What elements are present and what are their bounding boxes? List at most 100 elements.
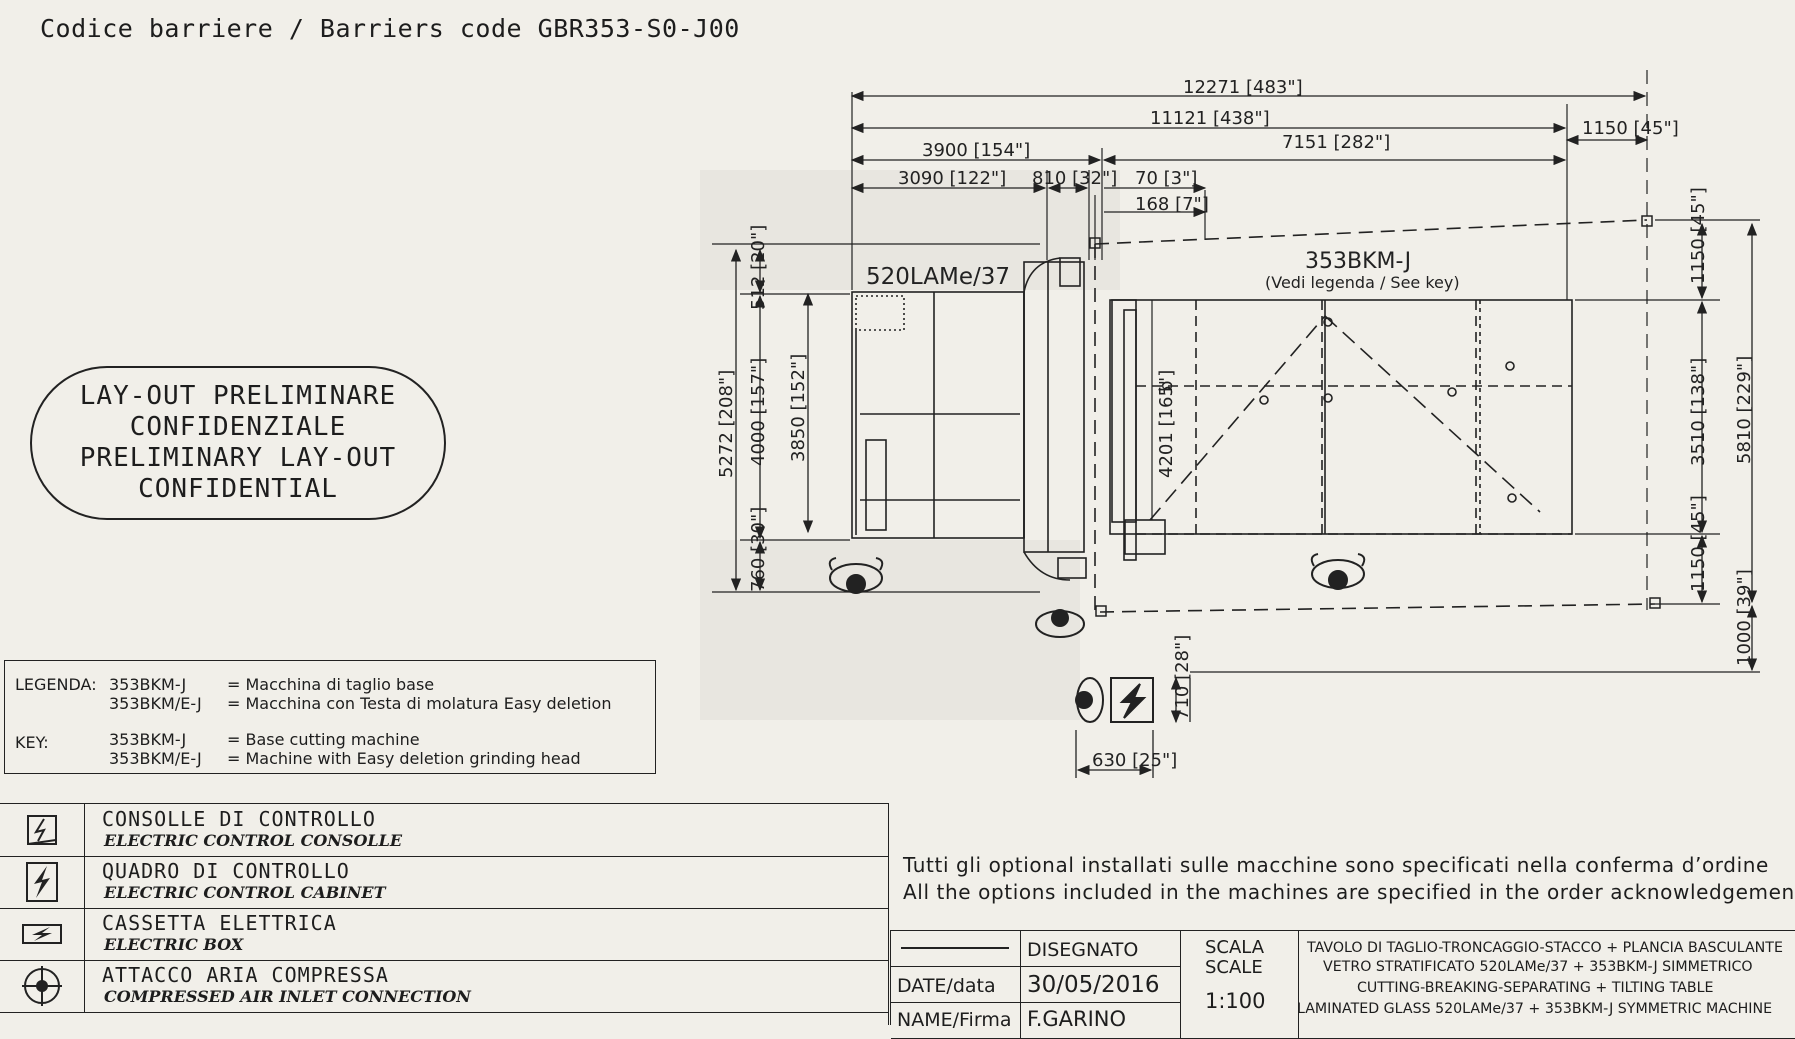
dim-text: 12271 [483"] bbox=[1183, 77, 1303, 98]
symbol-name-it: QUADRO DI CONTROLLO bbox=[102, 859, 350, 883]
operator-figure bbox=[1310, 553, 1366, 590]
dim-text: 70 [3"] bbox=[1135, 168, 1197, 189]
dim-text: 4000 [157"] bbox=[748, 358, 769, 466]
dim-text: 5810 [229"] bbox=[1734, 356, 1755, 464]
dim-text: 3510 [138"] bbox=[1688, 358, 1709, 466]
key-desc: = Base cutting machine bbox=[227, 730, 420, 749]
tb-scale-cell: SCALA SCALE 1:100 bbox=[1181, 931, 1299, 1039]
operator-figure bbox=[1075, 677, 1104, 723]
dim-text: 5272 [208"] bbox=[716, 370, 737, 478]
dim-text: 4201 [165"] bbox=[1156, 370, 1177, 478]
operator-figure bbox=[828, 557, 884, 594]
symbol-row: ATTACCO ARIA COMPRESSA COMPRESSED AIR IN… bbox=[0, 960, 888, 1013]
scale-label-en: SCALE bbox=[1205, 957, 1263, 978]
dim-text: 760 [30"] bbox=[748, 507, 769, 592]
dim-text: 168 [7"] bbox=[1135, 194, 1209, 215]
dim-text: b bbox=[1156, 381, 1177, 392]
options-note-en: All the options included in the machines… bbox=[903, 880, 1795, 904]
dim-text: 3090 [122"] bbox=[898, 168, 1006, 189]
machine-right-label: 353BKM-J bbox=[1305, 249, 1411, 274]
machine-left-label: 520LAMe/37 bbox=[866, 264, 1010, 290]
symbol-row: QUADRO DI CONTROLLO ELECTRIC CONTROL CAB… bbox=[0, 856, 888, 909]
drawing-code-title: Codice barriere / Barriers code GBR353-S… bbox=[40, 14, 740, 43]
symbol-name-it: CASSETTA ELETTRICA bbox=[102, 911, 337, 935]
tb-date-value-cell: 30/05/2016 bbox=[1021, 967, 1181, 1003]
symbol-name-en: ELECTRIC CONTROL CABINET bbox=[104, 883, 386, 902]
symbol-name-en: ELECTRIC CONTROL CONSOLLE bbox=[104, 831, 403, 850]
dim-text: 7151 [282"] bbox=[1282, 132, 1390, 153]
symbol-cell bbox=[0, 804, 85, 856]
legend-code: 353BKM-J bbox=[109, 675, 187, 694]
preliminary-stamp: LAY-OUT PRELIMINARE CONFIDENZIALE PRELIM… bbox=[30, 366, 446, 520]
barrier-post bbox=[1641, 215, 1653, 227]
air-inlet-icon bbox=[22, 966, 62, 1006]
top-dimension-lines bbox=[850, 90, 1649, 218]
symbol-cell bbox=[0, 960, 85, 1012]
operator-figure bbox=[1035, 609, 1085, 638]
dim-text: 512 [20"] bbox=[748, 225, 769, 310]
control-cabinet-symbol bbox=[1110, 677, 1154, 723]
dim-text: 3900 [154"] bbox=[922, 140, 1030, 161]
stamp-line: CONFIDENTIAL bbox=[138, 474, 338, 504]
legend-label: LEGENDA: bbox=[15, 675, 97, 694]
key-desc: = Machine with Easy deletion grinding he… bbox=[227, 749, 581, 768]
dim-text: 810 [32"] bbox=[1032, 168, 1117, 189]
symbol-cell bbox=[0, 908, 85, 960]
barrier-post bbox=[1649, 597, 1661, 609]
dim-text: 1150 [45"] bbox=[1688, 495, 1709, 592]
stamp-line: LAY-OUT PRELIMINARE bbox=[79, 381, 397, 411]
dim-text: 11121 [438"] bbox=[1150, 108, 1270, 129]
bottom-dimension-lines bbox=[1075, 676, 1191, 778]
tb-drawn-cell: DISEGNATO bbox=[1021, 931, 1181, 967]
tb-description-cell: TAVOLO DI TAGLIO-TRONCAGGIO-STACCO + PLA… bbox=[1297, 931, 1795, 1039]
symbol-name-it: ATTACCO ARIA COMPRESSA bbox=[102, 963, 389, 987]
left-dimension-lines bbox=[712, 243, 1040, 593]
date-label: DATE/data bbox=[897, 975, 996, 997]
tb-date-label-cell: DATE/data bbox=[891, 967, 1021, 1003]
machine-520lame bbox=[851, 257, 1087, 581]
symbol-name-en: COMPRESSED AIR INLET CONNECTION bbox=[104, 987, 471, 1006]
stamp-line: CONFIDENZIALE bbox=[129, 412, 347, 442]
symbol-row: CASSETTA ELETTRICA ELECTRIC BOX bbox=[0, 908, 888, 961]
desc-line: VETRO STRATIFICATO 520LAMe/37 + 353BKM-J… bbox=[1323, 959, 1753, 975]
desc-line: TAVOLO DI TAGLIO-TRONCAGGIO-STACCO + PLA… bbox=[1307, 940, 1783, 956]
dim-text: 630 [25"] bbox=[1092, 750, 1177, 771]
date-value: 30/05/2016 bbox=[1027, 972, 1160, 998]
control-console-icon bbox=[27, 815, 57, 845]
desc-line: CUTTING-BREAKING-SEPARATING + TILTING TA… bbox=[1357, 980, 1714, 996]
dim-text: 1150 [45"] bbox=[1582, 118, 1679, 139]
dim-text: 1000 [39"] bbox=[1734, 569, 1755, 666]
drawn-label: DISEGNATO bbox=[1027, 939, 1139, 961]
title-block: DISEGNATO DATE/data 30/05/2016 NAME/Firm… bbox=[890, 930, 1795, 1039]
options-note-it: Tutti gli optional installati sulle macc… bbox=[903, 853, 1769, 877]
legend-code: 353BKM/E-J bbox=[109, 694, 202, 713]
scale-label-it: SCALA bbox=[1205, 937, 1265, 958]
machine-353bkm bbox=[1109, 299, 1573, 561]
right-dimension-lines bbox=[1190, 219, 1760, 673]
symbols-table: CONSOLLE DI CONTROLLO ELECTRIC CONTROL C… bbox=[0, 803, 889, 1025]
barrier-post bbox=[1089, 237, 1101, 249]
symbol-name-it: CONSOLLE DI CONTROLLO bbox=[102, 807, 376, 831]
key-label: KEY: bbox=[15, 733, 49, 752]
symbol-row: CONSOLLE DI CONTROLLO ELECTRIC CONTROL C… bbox=[0, 804, 888, 857]
dim-text: 3850 [152"] bbox=[788, 354, 809, 462]
machine-right-note: (Vedi legenda / See key) bbox=[1265, 273, 1460, 292]
stamp-line: PRELIMINARY LAY-OUT bbox=[79, 443, 397, 473]
symbol-cell bbox=[0, 856, 85, 908]
dim-text: 710 [28"] bbox=[1172, 635, 1193, 720]
barrier-perimeter bbox=[1094, 219, 1656, 613]
key-code: 353BKM-J bbox=[109, 730, 187, 749]
dim-text: 1150 [45"] bbox=[1688, 187, 1709, 284]
control-cabinet-icon bbox=[26, 862, 58, 902]
legend-desc: = Macchina di taglio base bbox=[227, 675, 435, 694]
barrier-post bbox=[1095, 605, 1107, 617]
legend-box: LEGENDA: 353BKM-J = Macchina di taglio b… bbox=[4, 660, 656, 774]
scale-value: 1:100 bbox=[1205, 989, 1266, 1013]
symbol-name-en: ELECTRIC BOX bbox=[104, 935, 244, 954]
key-code: 353BKM/E-J bbox=[109, 749, 202, 768]
desc-line: LAMINATED GLASS 520LAMe/37 + 353BKM-J SY… bbox=[1297, 1001, 1773, 1017]
electric-box-icon bbox=[22, 924, 62, 944]
tb-drawn-line bbox=[891, 931, 1021, 967]
legend-desc: = Macchina con Testa di molatura Easy de… bbox=[227, 694, 612, 713]
